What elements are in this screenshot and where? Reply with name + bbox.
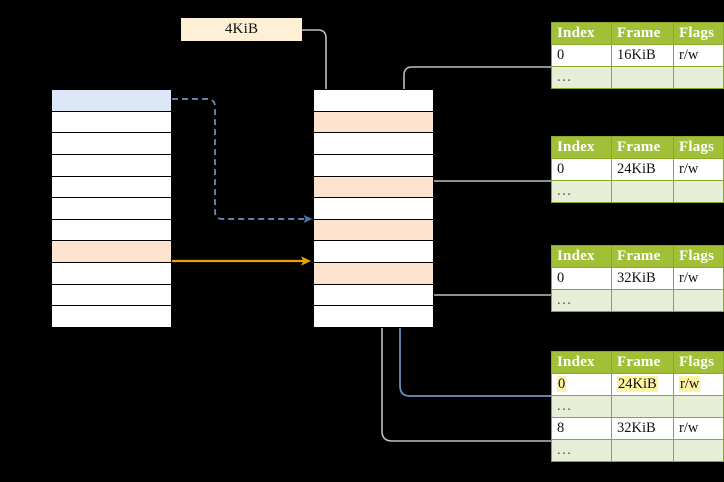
cell-flags	[673, 439, 724, 462]
column-header-flags: Flags	[673, 351, 724, 374]
physical-memory-column	[313, 89, 434, 328]
cell-flags: r/w	[673, 44, 724, 67]
virtual-page-row-3	[52, 133, 171, 155]
cell-frame	[611, 180, 674, 203]
highlighted-value: 24KiB	[617, 376, 658, 392]
virtual-page-row-2	[52, 111, 171, 134]
cell-flags: r/w	[673, 158, 724, 181]
physical-frame-row-8	[314, 241, 433, 264]
column-header-frame: Frame	[611, 245, 674, 268]
column-header-index: Index	[551, 351, 612, 374]
virtual-address-space-column	[51, 89, 172, 328]
virtual-page-row-10	[52, 284, 171, 307]
physical-frame-row-1	[314, 90, 433, 112]
physical-frame-row-11	[314, 306, 433, 328]
column-header-index: Index	[551, 245, 612, 268]
cell-frame: 16KiB	[611, 44, 674, 67]
cell-index: 8	[551, 417, 612, 440]
cell-flags	[673, 180, 724, 203]
highlighted-value: r/w	[679, 376, 701, 392]
cell-flags	[673, 289, 724, 312]
page-table-ellipsis-row: ...	[551, 395, 724, 418]
physical-frame-row-3	[314, 133, 433, 155]
cell-index: ...	[551, 289, 612, 312]
physical-frame-row-6	[314, 198, 433, 220]
physical-frame-row-10	[314, 284, 433, 307]
cell-frame: 24KiB	[611, 373, 674, 396]
cell-frame: 32KiB	[611, 267, 674, 290]
cell-index: 0	[551, 158, 612, 181]
physical-frame-row-7	[314, 219, 433, 242]
cell-flags: r/w	[673, 417, 724, 440]
highlighted-value: 0	[557, 376, 567, 392]
page-table-ellipsis-row: ...	[551, 180, 724, 203]
virtual-page-row-4	[52, 154, 171, 177]
cell-index: ...	[551, 180, 612, 203]
size-label-text: 4KiB	[224, 21, 259, 37]
virtual-page-row-5	[52, 176, 171, 199]
page-table-ellipsis-row: ...	[551, 289, 724, 312]
column-header-frame: Frame	[611, 22, 674, 45]
page-table-ellipsis-row: ...	[551, 66, 724, 89]
cell-frame	[611, 66, 674, 89]
virtual-page-row-7	[52, 219, 171, 242]
virtual-page-row-1	[52, 90, 171, 112]
cell-index: 0	[551, 267, 612, 290]
column-header-index: Index	[551, 136, 612, 159]
cell-frame: 24KiB	[611, 158, 674, 181]
cell-frame	[611, 289, 674, 312]
virtual-page-row-6	[52, 198, 171, 220]
column-header-flags: Flags	[673, 136, 724, 159]
physical-frame-row-2	[314, 111, 433, 134]
column-header-flags: Flags	[673, 245, 724, 268]
connector-table3-to-frame	[418, 264, 551, 296]
cell-flags	[673, 66, 724, 89]
cell-index: ...	[551, 395, 612, 418]
column-header-frame: Frame	[611, 351, 674, 374]
physical-frame-row-4	[314, 154, 433, 177]
page-table-ellipsis-row: ...	[551, 439, 724, 462]
cell-index: 0	[551, 373, 612, 396]
physical-frame-row-9	[314, 263, 433, 285]
physical-frame-row-5	[314, 176, 433, 199]
column-header-frame: Frame	[611, 136, 674, 159]
size-label-4kib: 4KiB	[181, 18, 302, 41]
cell-frame	[611, 439, 674, 462]
connector-table2-to-frame	[418, 180, 551, 226]
virtual-page-row-9	[52, 263, 171, 285]
cell-frame	[611, 395, 674, 418]
cell-flags: r/w	[673, 373, 724, 396]
cell-flags	[673, 395, 724, 418]
virtual-page-row-8	[52, 241, 171, 264]
connector-virtual-page-to-frame	[172, 98, 313, 224]
cell-flags: r/w	[673, 267, 724, 290]
cell-index: ...	[551, 439, 612, 462]
cell-index: ...	[551, 66, 612, 89]
column-header-index: Index	[551, 22, 612, 45]
column-header-flags: Flags	[673, 22, 724, 45]
cell-frame: 32KiB	[611, 417, 674, 440]
virtual-page-row-11	[52, 306, 171, 328]
page-table-row: 0 24KiB r/w	[551, 373, 724, 396]
cell-index: 0	[551, 44, 612, 67]
